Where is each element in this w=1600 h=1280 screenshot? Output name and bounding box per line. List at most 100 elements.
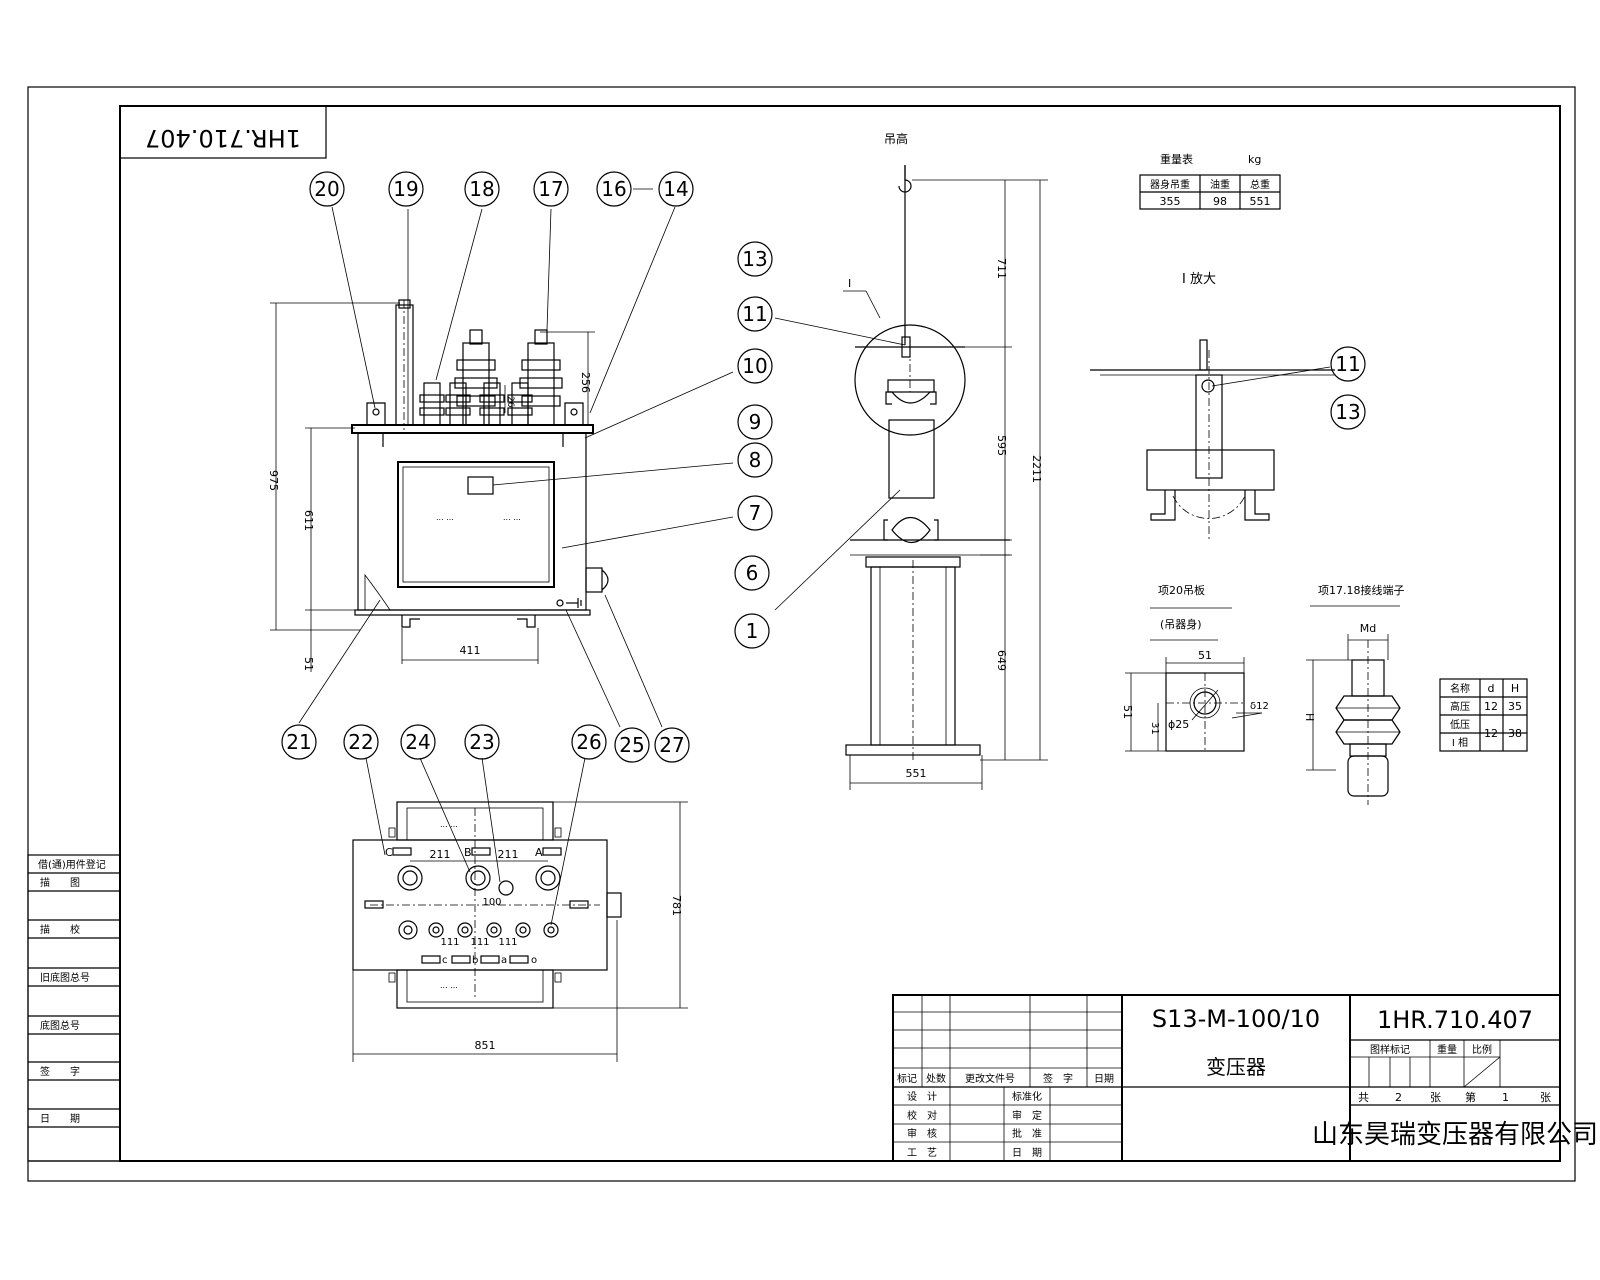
svg-text:14: 14	[663, 177, 688, 201]
svg-text:12: 12	[1484, 700, 1498, 713]
svg-text:标准化: 标准化	[1012, 1090, 1042, 1103]
svg-text:31: 31	[1149, 722, 1160, 735]
svg-text:12: 12	[1484, 727, 1498, 740]
svg-text:审 定: 审 定	[1012, 1109, 1042, 1122]
model-title: S13-M-100/10	[1152, 1005, 1320, 1033]
title-block: 标记 处数 更改文件号 签 字 日期 设 计 校 对 审 核 工 艺 标准化 审…	[892, 994, 1598, 1162]
svg-text:批 准: 批 准	[1012, 1127, 1042, 1140]
svg-text:a: a	[501, 955, 507, 966]
top-view: C B A c b a o 211 211 100 111 111 111 ..…	[352, 801, 688, 1062]
svg-text:重量: 重量	[1437, 1043, 1457, 1056]
inner-frame	[119, 105, 1561, 1162]
svg-text:22: 22	[348, 730, 373, 754]
balloon-22: 22	[343, 724, 379, 760]
lift-plate-detail: 项20吊板 (吊器身) 51 51 31 ϕ25 δ12	[1121, 583, 1269, 752]
svg-text:1: 1	[746, 619, 759, 643]
svg-text:23: 23	[469, 730, 494, 754]
svg-text:高压: 高压	[1450, 700, 1470, 713]
svg-text:I 放大: I 放大	[1182, 272, 1216, 287]
svg-text:签 字: 签 字	[1043, 1072, 1073, 1085]
balloon-11: 11	[737, 296, 773, 332]
svg-text:17: 17	[538, 177, 563, 201]
mirrored-code-box: 1HR.710.407	[119, 105, 327, 159]
balloon-27: 27	[654, 727, 690, 763]
svg-text:51: 51	[1198, 649, 1212, 662]
ground-symbol	[556, 598, 582, 608]
side-view: 吊高 I 711	[843, 131, 1048, 790]
core-body	[888, 419, 935, 499]
svg-text:8: 8	[749, 448, 762, 472]
svg-text:更改文件号: 更改文件号	[965, 1072, 1015, 1085]
balloon-10: 10	[737, 348, 773, 384]
hv-bushing-right	[519, 329, 563, 426]
svg-text:21: 21	[286, 730, 311, 754]
svg-text:处数: 处数	[926, 1072, 946, 1085]
svg-text:项17.18接线端子: 项17.18接线端子	[1318, 583, 1405, 597]
detail-i: I 放大	[1090, 272, 1335, 540]
balloon-24: 24	[400, 724, 436, 760]
svg-text:611: 611	[302, 510, 315, 531]
svg-text:1: 1	[1502, 1091, 1509, 1104]
svg-text:411: 411	[460, 644, 481, 657]
svg-text:551: 551	[1250, 195, 1271, 208]
svg-text:211: 211	[430, 848, 451, 861]
svg-text:器身吊重: 器身吊重	[1150, 178, 1190, 191]
drawing-number: 1HR.710.407	[1377, 1006, 1533, 1034]
svg-text:借(通)用件登记: 借(通)用件登记	[38, 858, 106, 871]
svg-text:... ...: ... ...	[503, 513, 521, 522]
svg-text:711: 711	[995, 258, 1008, 279]
balloon-26: 26	[571, 724, 607, 760]
svg-text:649: 649	[995, 650, 1008, 671]
svg-text:9: 9	[749, 410, 762, 434]
balloon-11b: 11	[1330, 346, 1366, 382]
svg-text:kg: kg	[1248, 153, 1261, 166]
svg-text:35: 35	[1508, 700, 1522, 713]
svg-text:工 艺: 工 艺	[907, 1147, 937, 1159]
svg-text:名称: 名称	[1450, 682, 1470, 695]
mirrored-code: 1HR.710.407	[145, 124, 301, 152]
svg-text:旧底图总号: 旧底图总号	[40, 971, 90, 984]
svg-text:ϕ25: ϕ25	[1168, 718, 1189, 731]
svg-text:b: b	[472, 955, 478, 966]
svg-text:25: 25	[619, 733, 644, 757]
svg-text:I: I	[848, 277, 851, 290]
svg-text:51: 51	[1121, 705, 1134, 719]
svg-text:总重: 总重	[1250, 178, 1270, 191]
balloon-1: 1	[734, 613, 770, 649]
balloon-16: 16	[596, 171, 632, 207]
svg-text:851: 851	[475, 1039, 496, 1052]
drain-valve	[585, 567, 603, 593]
svg-text:描 图: 描 图	[40, 876, 80, 889]
svg-text:38: 38	[1508, 727, 1522, 740]
svg-text:26: 26	[505, 396, 515, 408]
svg-text:13: 13	[1335, 400, 1360, 424]
svg-text:11: 11	[1335, 352, 1360, 376]
svg-text:111: 111	[440, 937, 459, 948]
svg-text:日 期: 日 期	[40, 1113, 80, 1125]
svg-text:16: 16	[601, 177, 626, 201]
svg-text:18: 18	[469, 177, 494, 201]
balloon-21: 21	[281, 724, 317, 760]
svg-text:张: 张	[1430, 1091, 1441, 1104]
balloon-13b: 13	[1330, 394, 1366, 430]
front-view: ... ... ... ...	[267, 299, 609, 672]
svg-text:低压: 低压	[1450, 718, 1470, 731]
svg-text:7: 7	[749, 501, 762, 525]
svg-text:2211: 2211	[1030, 455, 1043, 483]
svg-text:111: 111	[470, 937, 489, 948]
svg-text:底图总号: 底图总号	[40, 1019, 80, 1032]
balloon-9: 9	[737, 404, 773, 440]
svg-text:油重: 油重	[1210, 178, 1230, 191]
conservator-tube	[395, 304, 414, 426]
product-name: 变压器	[1206, 1055, 1266, 1079]
weight-table: 重量表 kg 器身吊重 油重 总重 355 98 551	[1139, 152, 1281, 210]
terminal-detail: 项17.18接线端子 Md H 名称 d H 高压 12 35 低压 12 38…	[1303, 583, 1528, 805]
front-dimensions: 975 611 51 411 256 26	[267, 302, 595, 672]
svg-text:... ...: ... ...	[436, 513, 454, 522]
svg-text:比例: 比例	[1472, 1043, 1492, 1056]
svg-text:o: o	[531, 955, 537, 966]
svg-text:10: 10	[742, 354, 767, 378]
balloon-25: 25	[614, 727, 650, 763]
svg-text:日 期: 日 期	[1012, 1147, 1042, 1159]
